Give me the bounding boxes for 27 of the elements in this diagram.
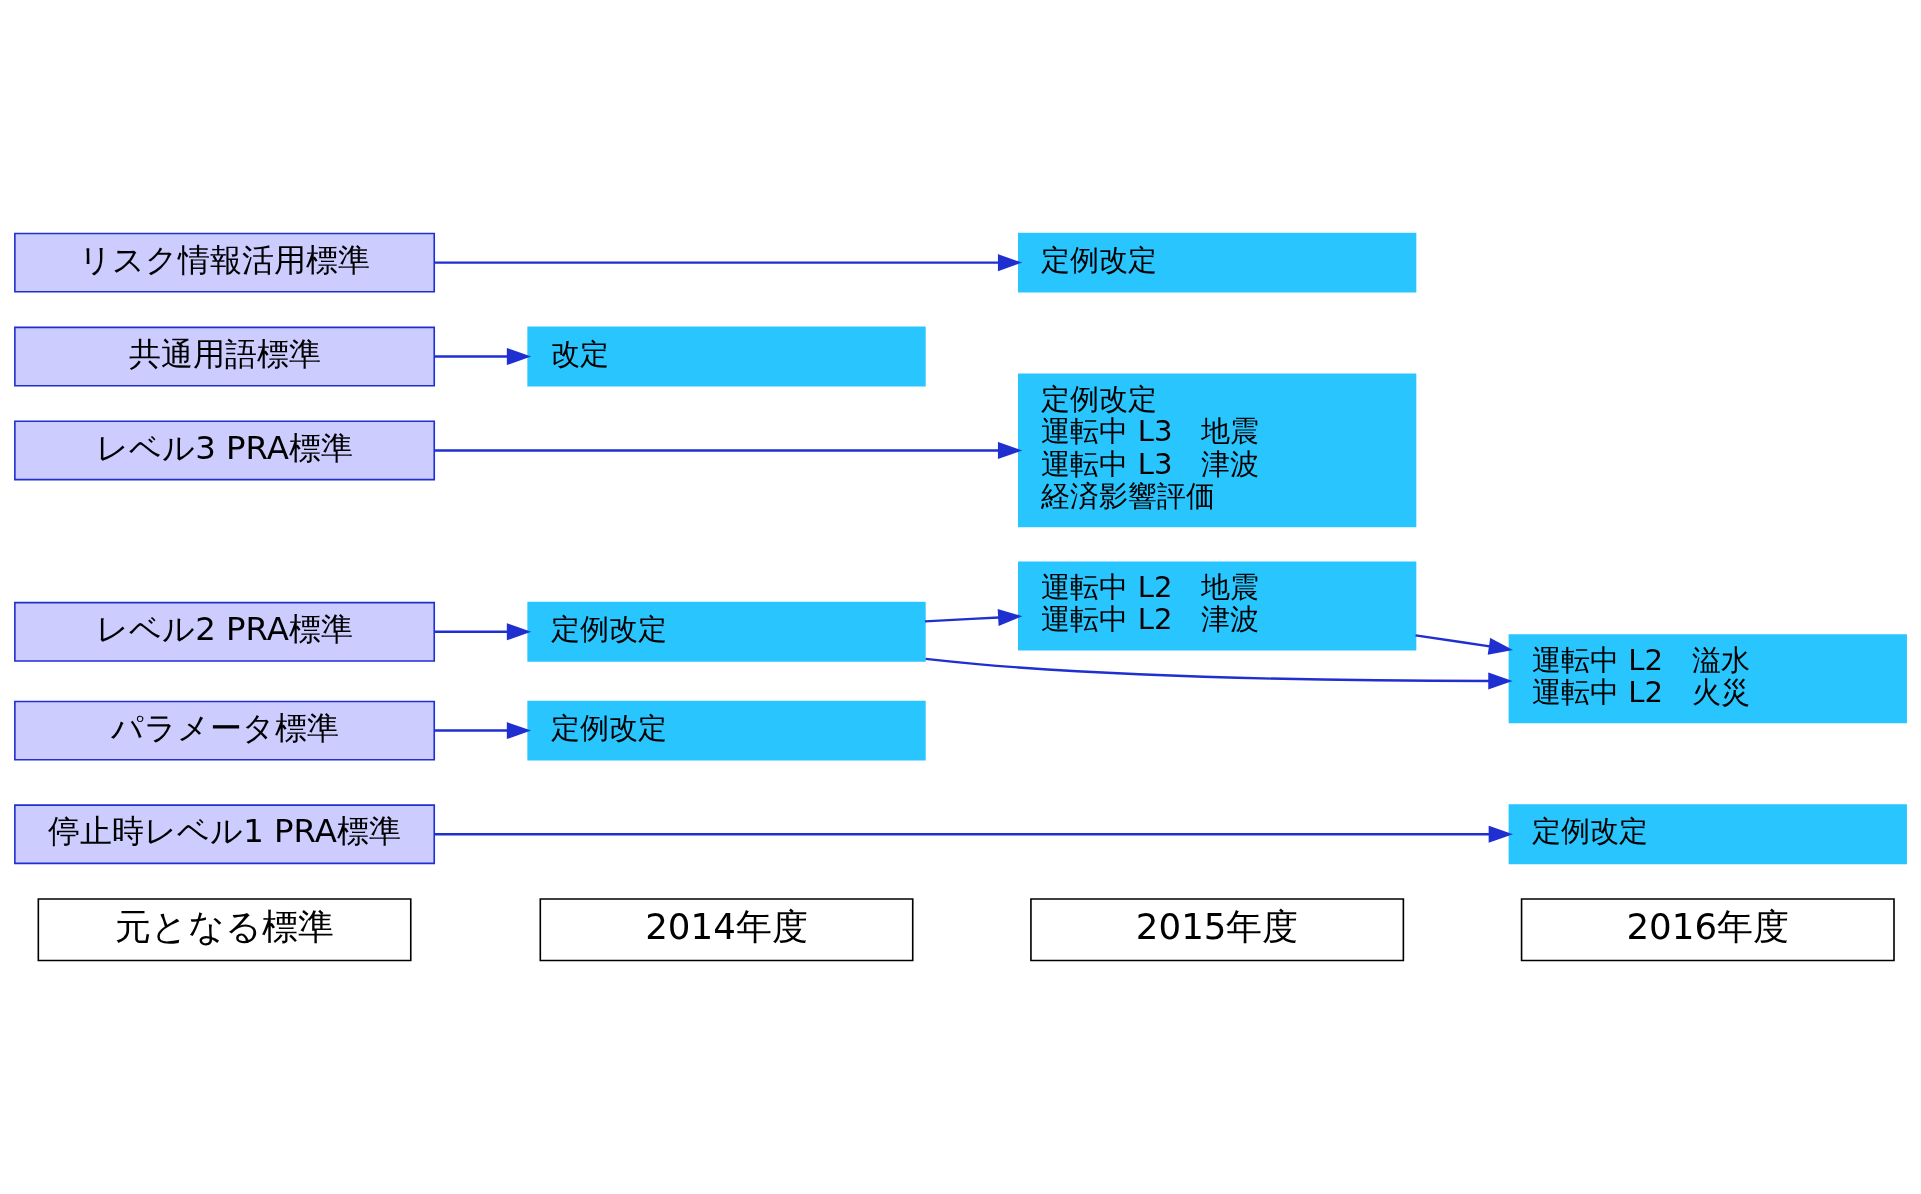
node-box: パラメータ標準 [14, 700, 436, 761]
node-box: 元となる標準 [37, 898, 412, 962]
node-box: 共通用語標準 [14, 326, 436, 387]
arrow [924, 608, 1023, 626]
node-box: 定例改定 [1018, 232, 1417, 293]
node-box: レベル2 PRA標準 [14, 601, 436, 662]
arrow [1415, 634, 1513, 655]
node-box: レベル3 PRA標準 [14, 420, 436, 481]
node-box: リスク情報活用標準 [14, 232, 436, 293]
arrow [434, 254, 1023, 272]
node-box: 2014年度 [539, 898, 914, 962]
node-box: 2016年度 [1520, 898, 1895, 962]
arrow [434, 623, 532, 641]
node-box: 改定 [527, 326, 926, 387]
arrow [434, 441, 1023, 459]
arrow [434, 825, 1513, 843]
node-box: 停止時レベル1 PRA標準 [14, 804, 436, 865]
arrow [434, 722, 532, 740]
node-box: 2015年度 [1030, 898, 1405, 962]
arrow [925, 657, 1513, 690]
node-box: 定例改定 [527, 700, 926, 761]
node-box: 運転中 L2 溢水 運転中 L2 火災 [1508, 634, 1907, 724]
node-box: 定例改定 運転中 L3 地震 運転中 L3 津波 経済影響評価 [1018, 373, 1417, 528]
node-box: 定例改定 [1508, 804, 1907, 865]
node-box: 運転中 L2 地震 運転中 L2 津波 [1018, 561, 1417, 651]
arrow [434, 348, 532, 366]
node-box: 定例改定 [527, 601, 926, 662]
